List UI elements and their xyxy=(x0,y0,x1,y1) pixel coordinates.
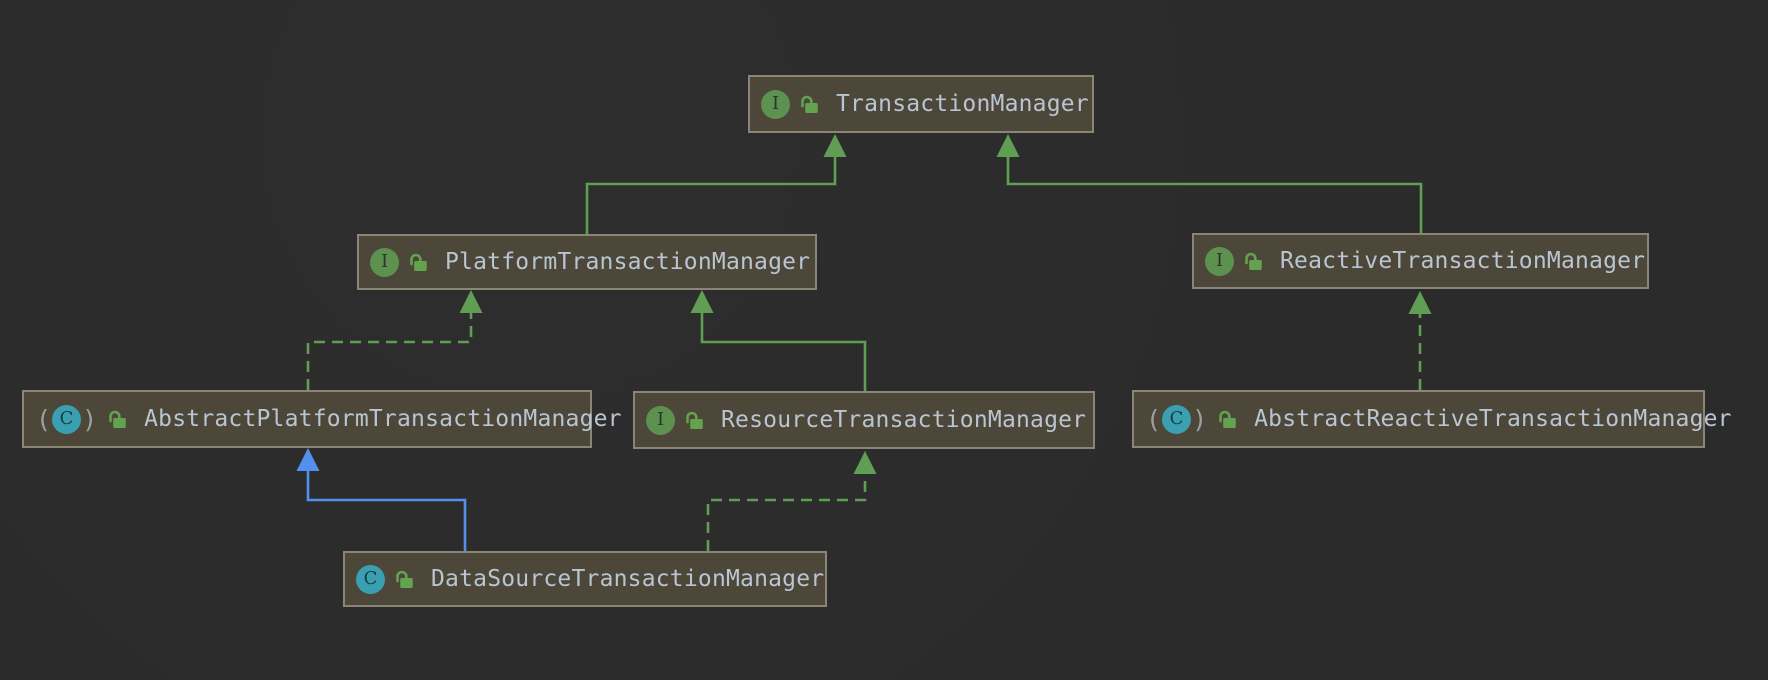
edge-datasource-transaction-manager-to-abstract-platform-transaction-manager[interactable] xyxy=(296,448,467,551)
edge-datasource-transaction-manager-to-resource-transaction-manager[interactable] xyxy=(706,451,877,551)
uml-node-reactive-transaction-manager[interactable]: I ReactiveTransactionManager xyxy=(1192,233,1649,289)
public-visibility-lock-icon xyxy=(1216,408,1239,431)
interface-icon: I xyxy=(761,89,790,119)
interface-letter-badge: I xyxy=(1205,246,1234,276)
arrowhead-icon xyxy=(853,451,877,474)
node-label: ReactiveTransactionManager xyxy=(1280,248,1646,274)
node-label: ResourceTransactionManager xyxy=(721,407,1087,433)
abstract-paren-close: ) xyxy=(1192,404,1208,434)
uml-node-abstract-platform-transaction-manager[interactable]: (C) AbstractPlatformTransactionManager xyxy=(22,390,622,448)
public-visibility-lock-icon xyxy=(683,409,706,432)
arrowhead-icon xyxy=(690,290,714,313)
interface-letter-badge: I xyxy=(646,405,675,435)
class-letter-badge: C xyxy=(1162,404,1192,434)
arrowhead-icon xyxy=(296,448,320,471)
arrowhead-icon xyxy=(1408,291,1432,314)
interface-letter-badge: I xyxy=(370,247,399,277)
node-label: AbstractPlatformTransactionManager xyxy=(144,406,622,432)
node-label: TransactionManager xyxy=(836,91,1089,117)
edge-abstract-platform-transaction-manager-to-platform-transaction-manager[interactable] xyxy=(306,290,483,390)
class-letter-badge: C xyxy=(52,404,82,434)
edge-resource-transaction-manager-to-platform-transaction-manager[interactable] xyxy=(690,290,867,391)
arrowhead-icon xyxy=(823,134,847,157)
uml-node-transaction-manager[interactable]: I TransactionManager xyxy=(748,75,1094,133)
uml-node-datasource-transaction-manager[interactable]: C DataSourceTransactionManager xyxy=(343,551,827,607)
abstract-paren-open: ( xyxy=(36,404,52,434)
abstract-class-icon: (C) xyxy=(35,404,98,434)
abstract-paren-close: ) xyxy=(82,404,98,434)
arrowhead-icon xyxy=(459,290,483,313)
edge-platform-transaction-manager-to-transaction-manager[interactable] xyxy=(585,134,847,234)
abstract-class-icon: (C) xyxy=(1145,404,1208,434)
uml-node-abstract-reactive-transaction-manager[interactable]: (C) AbstractReactiveTransactionManager xyxy=(1132,390,1732,448)
uml-node-platform-transaction-manager[interactable]: I PlatformTransactionManager xyxy=(357,234,817,290)
uml-node-resource-transaction-manager[interactable]: I ResourceTransactionManager xyxy=(633,391,1095,449)
public-visibility-lock-icon xyxy=(798,93,821,116)
public-visibility-lock-icon xyxy=(1242,250,1265,273)
edge-abstract-reactive-transaction-manager-to-reactive-transaction-manager[interactable] xyxy=(1408,291,1432,390)
edge-reactive-transaction-manager-to-transaction-manager[interactable] xyxy=(996,134,1423,233)
interface-icon: I xyxy=(1205,246,1234,276)
node-label: AbstractReactiveTransactionManager xyxy=(1254,406,1732,432)
abstract-paren-open: ( xyxy=(1146,404,1162,434)
public-visibility-lock-icon xyxy=(393,568,416,591)
public-visibility-lock-icon xyxy=(106,408,129,431)
arrowhead-icon xyxy=(996,134,1020,157)
public-visibility-lock-icon xyxy=(407,251,430,274)
interface-letter-badge: I xyxy=(761,89,790,119)
node-label: PlatformTransactionManager xyxy=(445,249,811,275)
class-icon: C xyxy=(356,564,385,594)
interface-icon: I xyxy=(370,247,399,277)
node-label: DataSourceTransactionManager xyxy=(431,566,825,592)
class-letter-badge: C xyxy=(356,564,385,594)
interface-icon: I xyxy=(646,405,675,435)
